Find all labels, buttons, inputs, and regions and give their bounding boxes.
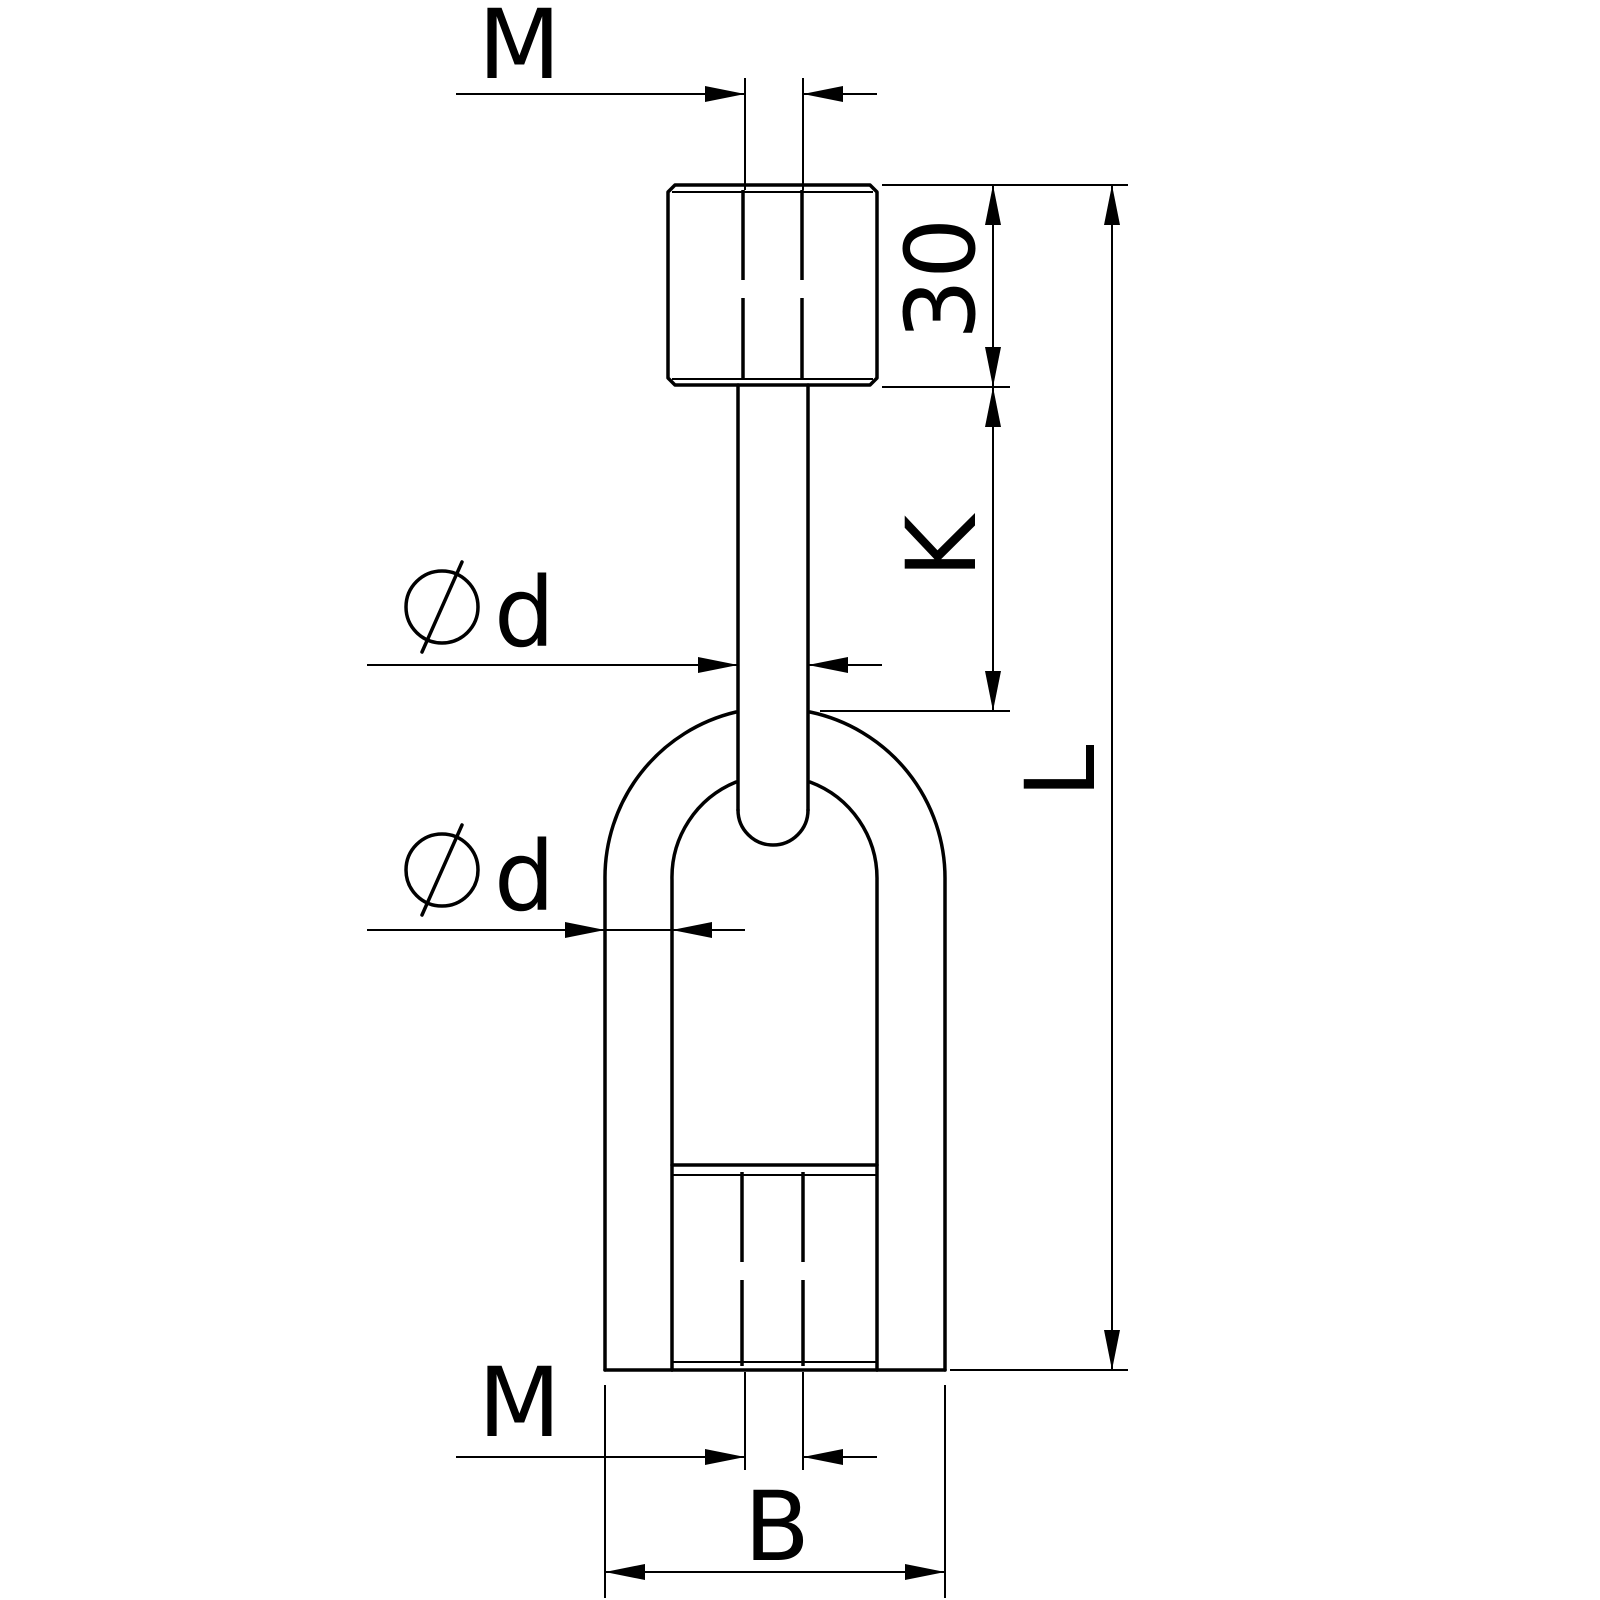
dimension-m-bottom bbox=[456, 1372, 877, 1470]
dimension-k bbox=[820, 387, 1010, 712]
dimension-thread-length bbox=[882, 184, 1128, 388]
dimension-b bbox=[604, 1385, 946, 1598]
label-diameter-upper: d bbox=[494, 557, 555, 669]
diameter-icon bbox=[404, 823, 480, 917]
label-width-b: B bbox=[744, 1471, 810, 1583]
label-thread-bottom: M bbox=[478, 1347, 561, 1459]
dimension-diameter-lower bbox=[367, 823, 745, 938]
diameter-icon bbox=[404, 560, 480, 654]
label-thread-length: 30 bbox=[885, 218, 997, 340]
shackle-body bbox=[603, 710, 947, 1372]
bottom-threaded-boss bbox=[670, 1163, 879, 1372]
label-thread-top: M bbox=[478, 0, 561, 101]
dimension-diameter-upper bbox=[367, 560, 882, 673]
shank bbox=[736, 190, 810, 847]
label-height-k: K bbox=[886, 513, 998, 578]
label-diameter-lower: d bbox=[494, 821, 555, 933]
dimension-l bbox=[950, 185, 1128, 1371]
dimension-m-top bbox=[456, 78, 877, 190]
top-threaded-nut bbox=[666, 183, 879, 387]
label-overall-length: L bbox=[1005, 745, 1117, 798]
